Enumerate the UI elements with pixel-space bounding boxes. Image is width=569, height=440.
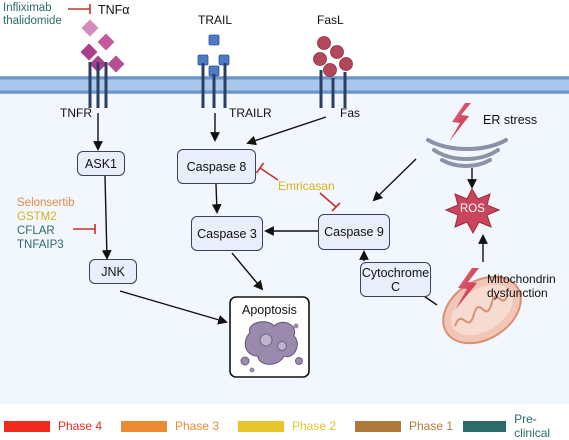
drug-emricasan: Emricasan bbox=[278, 179, 335, 193]
er-stress-bolt-icon bbox=[449, 103, 471, 142]
selonsertib-inhibition bbox=[73, 224, 96, 234]
legend-swatch-phase-4 bbox=[4, 420, 50, 432]
node-ask1: ASK1 bbox=[77, 151, 125, 176]
drug-tnfaip3: TNFAIP3 bbox=[17, 239, 64, 251]
node-cytochrome-c: Cytochrome C bbox=[360, 262, 431, 297]
legend-phase-4: Phase 4 bbox=[4, 418, 102, 434]
trail-label: TRAIL bbox=[198, 13, 233, 27]
node-caspase-3: Caspase 3 bbox=[191, 216, 263, 251]
emricasan-inhibition bbox=[255, 162, 341, 212]
legend-swatch-phase-1 bbox=[355, 420, 401, 432]
legend-swatch-phase-3 bbox=[121, 420, 167, 432]
fasl-label: FasL bbox=[317, 13, 344, 27]
fas-receptor-icon bbox=[319, 70, 347, 108]
apoptotic-cell-icon bbox=[240, 321, 303, 373]
mitochondrion-icon bbox=[442, 275, 522, 345]
legend-label-phase-3: Phase 3 bbox=[175, 419, 220, 433]
legend-swatch-pre-clinical bbox=[463, 420, 507, 432]
fasl-ligand-icon bbox=[313, 36, 353, 77]
drug-thalidomide: thalidomide bbox=[3, 15, 62, 27]
pathway-arrows bbox=[93, 113, 488, 325]
trailr-receptor-icon bbox=[201, 63, 227, 108]
apoptosis-label: Apoptosis bbox=[242, 303, 297, 317]
legend-phase-2: Phase 2 bbox=[238, 418, 336, 434]
infliximab-inhibition bbox=[68, 4, 91, 14]
tnfr-receptor-icon bbox=[88, 62, 108, 108]
legend-phase-3: Phase 3 bbox=[121, 418, 219, 434]
node-caspase-8: Caspase 8 bbox=[177, 149, 256, 184]
legend-label-phase-4: Phase 4 bbox=[58, 419, 103, 433]
legend-pre-clinical: Pre-clinical bbox=[463, 412, 569, 440]
er-stress-label: ER stress bbox=[483, 113, 538, 127]
node-caspase-9: Caspase 9 bbox=[318, 214, 390, 250]
drug-gstm2: GSTM2 bbox=[17, 211, 57, 223]
legend-label-phase-2: Phase 2 bbox=[292, 419, 337, 433]
drug-selonsertib: Selonsertib bbox=[17, 197, 75, 209]
mitochondria-bolt-icon bbox=[455, 268, 479, 310]
ros-burst-icon bbox=[444, 187, 501, 235]
node-jnk: JNK bbox=[89, 259, 137, 284]
mitochondrin-dysfunction-label: Mitochondrin dysfunction bbox=[487, 272, 556, 300]
trail-ligand-icon bbox=[197, 34, 230, 77]
legend-label-pre-clinical: Pre-clinical bbox=[514, 412, 551, 440]
ros-label: ROS bbox=[460, 203, 485, 215]
legend-swatch-phase-2 bbox=[238, 420, 284, 432]
legend-label-phase-1: Phase 1 bbox=[409, 419, 454, 433]
tnfa-label: TNFα bbox=[98, 3, 130, 17]
drug-infliximab: Infliximab bbox=[3, 2, 52, 14]
legend-phase-1: Phase 1 bbox=[355, 418, 453, 434]
cell-membrane bbox=[0, 76, 569, 94]
tnfa-ligand-icon bbox=[80, 19, 125, 73]
trailr-label: TRAILR bbox=[229, 106, 272, 120]
endoplasmic-reticulum-icon bbox=[426, 138, 508, 168]
fas-label: Fas bbox=[340, 106, 361, 120]
tnfr-label: TNFR bbox=[60, 106, 92, 120]
drug-cflar: CFLAR bbox=[17, 225, 55, 237]
